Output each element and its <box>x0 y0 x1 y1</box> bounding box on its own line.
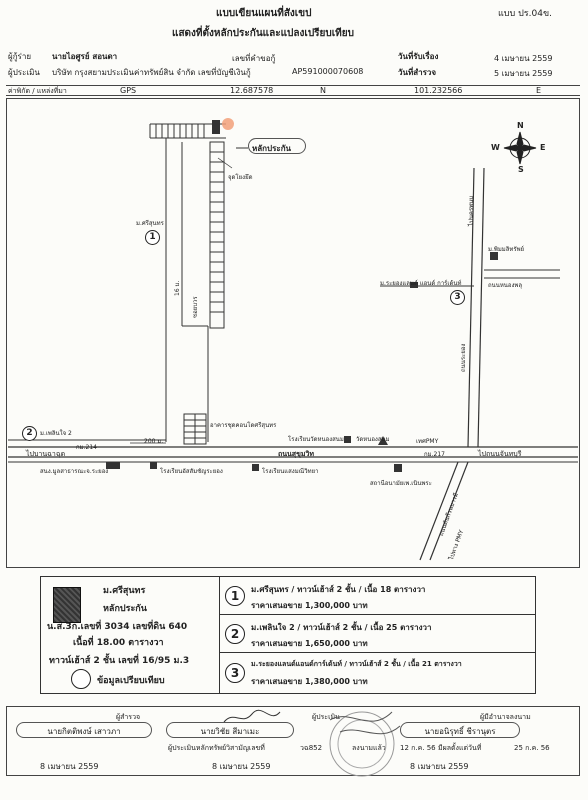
checker-name: นายอนิรุทธิ์ ชีรานุตร <box>424 727 496 736</box>
map-dist-200: 200 ม. <box>144 438 164 445</box>
legend-box: ม.ศรีสุนทร หลักประกัน น.ส.3ก.เลขที่ 3034… <box>40 576 536 694</box>
receive-date-label: วันที่รับเรื่อง <box>398 52 439 61</box>
surveyor-name: นายกิตติพงษ์ เสาวภา <box>47 727 121 736</box>
map-road-label: ซอยบวร <box>192 296 199 318</box>
comparison-price: ราคาเสนอขาย 1,650,000 บาท <box>251 639 368 648</box>
survey-date-label: วันที่สำรวจ <box>398 68 437 77</box>
gps-label: ค่าพิกัด / แหล่งที่มา <box>8 87 67 95</box>
receive-date: 4 เมษายน 2559 <box>494 54 553 63</box>
compass-s: S <box>518 165 524 174</box>
comparison-price: ราคาเสนอขาย 1,380,000 บาท <box>251 677 368 686</box>
reviewer-role: ผู้ประเมินหลักทรัพย์วิสามัญเลขที่ <box>168 744 265 752</box>
surveyor-label: ผู้สำรวจ <box>116 713 141 721</box>
map-plean: ม.เพลินใจ 2 <box>40 430 72 437</box>
map-km214: กม.214 <box>76 444 97 451</box>
legend-area: เนื้อที่ 18.00 ตารางวา <box>73 638 164 648</box>
map-city-office: สนง.มูลสาธารณะจ.ระยอง <box>40 468 109 475</box>
map-to-ban-chang: ไปถนนจันทบุรี <box>478 450 522 458</box>
surveyor-date: 8 เมษายน 2559 <box>40 762 99 771</box>
map-condo: อาคารชุดคอนโดศรีสุนทร <box>210 422 277 429</box>
map-frame <box>6 98 580 568</box>
map-dead-end: จุดโยงยึด <box>228 174 253 181</box>
gps-lon: 101.232566 <box>414 86 463 95</box>
doc-title: แบบเขียนแผนที่สังเขป <box>216 8 312 19</box>
signature-frame <box>6 706 580 776</box>
request-no-label: เลขที่คำขอกู้ <box>232 54 276 63</box>
map-pmy: เทศPMY <box>416 438 439 445</box>
map-road-16m: 16 ม. <box>174 280 181 296</box>
compare-symbol <box>71 669 91 689</box>
reviewer-name: นายวิชัย สีมาเมะ <box>200 727 260 736</box>
map-km217: กม.217 <box>424 451 445 458</box>
compass-w: W <box>491 143 500 152</box>
borrower-label: ผู้กู้ร่าย <box>8 52 32 61</box>
map-sukhumvit: ถนนสุขุมวิท <box>278 450 315 458</box>
account-no: AP591000070608 <box>292 67 364 76</box>
checker-name-box <box>400 722 520 738</box>
comparison-title: ม.ศรีสุนทร / ทาวน์เฮ้าส์ 2 ชั้น / เนื้อ … <box>251 585 426 594</box>
reviewer-signature <box>223 709 281 723</box>
map-temple: วัดหนองสนม <box>356 436 390 443</box>
legend-deed: น.ส.3ก.เลขที่ 3034 เลขที่ดิน 640 <box>47 622 188 632</box>
checker-note: มีผลตั้งแต่วันที่ <box>438 744 482 752</box>
compass-e: E <box>540 143 546 152</box>
map-marker-1: 1 <box>145 230 160 245</box>
legend-subject-label: หลักประกัน <box>103 604 147 614</box>
map-marker-3: 3 <box>450 290 465 305</box>
map-mu-ban-right: ม.พิมมลิทรัพย์ <box>488 246 525 253</box>
map-nong-pla-dook: ถนนหนองพลุ <box>488 282 523 289</box>
official-stamp <box>329 711 401 777</box>
comparison-title: ม.ระยองแลนด์แอนด์การ์เด้นท์ / ทาวน์เฮ้าส… <box>251 660 462 668</box>
comparison-title: ม.เพลินใจ 2 / ทาวน์เฮ้าส์ 2 ชั้น / เนื้อ… <box>251 623 432 632</box>
doc-subtitle: แสดงที่ตั้งหลักประกันและแปลงเปรียบเทียบ <box>172 28 354 39</box>
checker-date2: 25 ก.ค. 56 <box>514 744 550 752</box>
map-school2: โรงเรียนแสงมณีวิทยา <box>262 468 319 475</box>
comparison-number: 1 <box>225 586 245 606</box>
map-thai-road: ไปนครพนม <box>468 195 475 226</box>
checker-date1: 12 ก.ค. 56 <box>400 744 436 752</box>
form-code: แบบ ปร.04ข. <box>498 9 552 19</box>
gps-lat-dir: N <box>320 86 326 95</box>
comparison-price: ราคาเสนอขาย 1,300,000 บาท <box>251 601 368 610</box>
appraiser-company: บริษัท กรุงสยามประเมินค่าทรัพย์สิน จำกัด… <box>52 68 251 77</box>
collateral-label-box <box>248 138 306 154</box>
reviewer-date: 8 เมษายน 2559 <box>212 762 271 771</box>
map-school1: โรงเรียนอัสสัมชัญระยอง <box>160 468 223 475</box>
gps-bar <box>6 85 580 96</box>
map-temple-school: โรงเรียนวัดหนองสนม <box>288 436 344 443</box>
legend-subject: ม.ศรีสุนทร หลักประกัน น.ส.3ก.เลขที่ 3034… <box>41 577 220 693</box>
comparison-number: 2 <box>225 624 245 644</box>
approver-label: ผู้มีอำนาจลงนาม <box>480 713 531 721</box>
comparison-row: 1 ม.ศรีสุนทร / ทาวน์เฮ้าส์ 2 ชั้น / เนื้… <box>219 577 535 615</box>
checker-date: 8 เมษายน 2559 <box>410 762 469 771</box>
map-rayong-land: ม.ระยองแลนด์ แอนด์ การ์เด้นท์ <box>380 280 462 287</box>
map-marker-2: 2 <box>22 426 37 441</box>
collateral-swatch <box>53 587 81 623</box>
legend-house: ทาวน์เฮ้าส์ 2 ชั้น เลขที่ 16/95 ม.3 <box>49 656 190 666</box>
comparison-row: 2 ม.เพลินใจ 2 / ทาวน์เฮ้าส์ 2 ชั้น / เนื… <box>219 615 535 653</box>
map-collateral-label: หลักประกัน <box>252 144 292 153</box>
comparison-number: 3 <box>225 663 245 683</box>
map-to-sattahip: ไปบานฉาฉุด <box>26 450 66 458</box>
borrower-name: นายไอศูรย์ สอนดา <box>52 52 118 61</box>
map-sisunthon: ม.ศรีสุนทร <box>136 220 164 227</box>
comparison-row: 3 ม.ระยองแลนด์แอนด์การ์เด้นท์ / ทาวน์เฮ้… <box>219 653 535 693</box>
compass-n: N <box>517 121 524 130</box>
checker-label: ผู้ประเมิน <box>312 713 340 721</box>
gps-lon-dir: E <box>536 86 542 95</box>
appraiser-label: ผู้ประเมิน <box>8 68 40 77</box>
legend-subject-name: ม.ศรีสุนทร <box>103 586 146 596</box>
gps-source: GPS <box>120 86 137 95</box>
survey-date: 5 เมษายน 2559 <box>494 69 553 78</box>
gps-lat: 12.687578 <box>230 86 274 95</box>
reviewer-name-box <box>166 722 294 738</box>
legend-compare-label: ข้อมูลเปรียบเทียบ <box>97 676 165 686</box>
reviewer-no: วฉ852 <box>300 744 323 752</box>
checker-meta: ลงนามแล้ว <box>352 744 386 752</box>
surveyor-name-box <box>16 722 152 738</box>
map-soi-label: ถนนระยอง <box>460 343 467 372</box>
map-clinic: สถานีอนามัยเพ.เนินพระ <box>370 480 432 487</box>
